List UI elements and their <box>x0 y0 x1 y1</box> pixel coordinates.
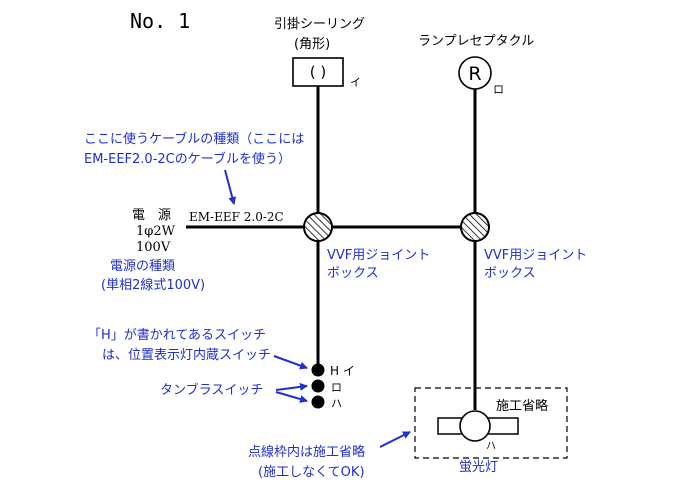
receptacle-name: ランプレセプタクル <box>418 34 534 49</box>
power-note-line2: (単相2線式100V) <box>101 277 205 293</box>
page-title: No. 1 <box>130 9 190 33</box>
switch-mark-1: H イ <box>330 364 355 378</box>
ceiling-name: 引掛シーリング <box>274 17 365 32</box>
tumbler-label: タンブラスイッチ <box>160 382 263 398</box>
jbox-left-label-line1: VVF用ジョイント <box>327 248 430 263</box>
fluorescent-mark: ハ <box>486 441 496 452</box>
jbox-right-symbol <box>460 212 490 242</box>
ceiling-shape: (角形) <box>294 37 330 52</box>
omit-dashed-frame <box>414 387 568 459</box>
power-spec1: 1φ2W <box>136 224 176 239</box>
switch-h-dot <box>311 363 325 377</box>
cable-note-line2: EM-EEF2.0-2Cのケーブルを使う） <box>84 151 291 167</box>
switch-h-arrow <box>273 355 308 370</box>
tumbler-arrow-1 <box>275 382 308 391</box>
fluorescent-center <box>459 410 491 442</box>
cable-note-line1: ここに使うケーブルの種類（ここには <box>84 131 304 147</box>
receptacle-symbol: R <box>468 63 481 85</box>
fluorescent-name: 蛍光灯 <box>459 460 498 475</box>
switch-ro-dot <box>311 379 325 393</box>
switch-note-line2: は、位置表示灯内蔵スイッチ <box>102 347 271 363</box>
power-note-line1: 電源の種類 <box>110 258 175 274</box>
jbox-left-symbol <box>303 212 333 242</box>
wires <box>186 86 477 410</box>
switch-mark-3: ハ <box>331 397 342 410</box>
power-label: 電 源 <box>132 208 171 223</box>
omit-note-line2: (施工しなくてOK) <box>258 465 365 480</box>
ceiling-rose-symbol: ( ) <box>310 63 326 81</box>
cable-note-arrow <box>224 169 237 205</box>
jbox-left-label-line2: ボックス <box>327 266 379 281</box>
power-spec2: 100V <box>136 240 171 255</box>
omit-note-arrow <box>379 431 411 448</box>
switch-ha-dot <box>311 395 325 409</box>
receptacle-mark: ロ <box>493 83 504 96</box>
omit-note-line1: 点線枠内は施工省略 <box>248 444 365 460</box>
switch-mark-2: ロ <box>331 381 342 394</box>
jbox-right-label-line2: ボックス <box>484 266 536 281</box>
ceiling-mark: イ <box>350 76 361 89</box>
switch-note-line1: 「H」が書かれてあるスイッチ <box>88 328 266 343</box>
omit-label: 施工省略 <box>496 398 548 414</box>
power-cable: EM-EEF 2.0-2C <box>189 210 284 224</box>
jbox-right-label-line1: VVF用ジョイント <box>484 248 587 263</box>
tumbler-arrow-2 <box>275 391 308 403</box>
